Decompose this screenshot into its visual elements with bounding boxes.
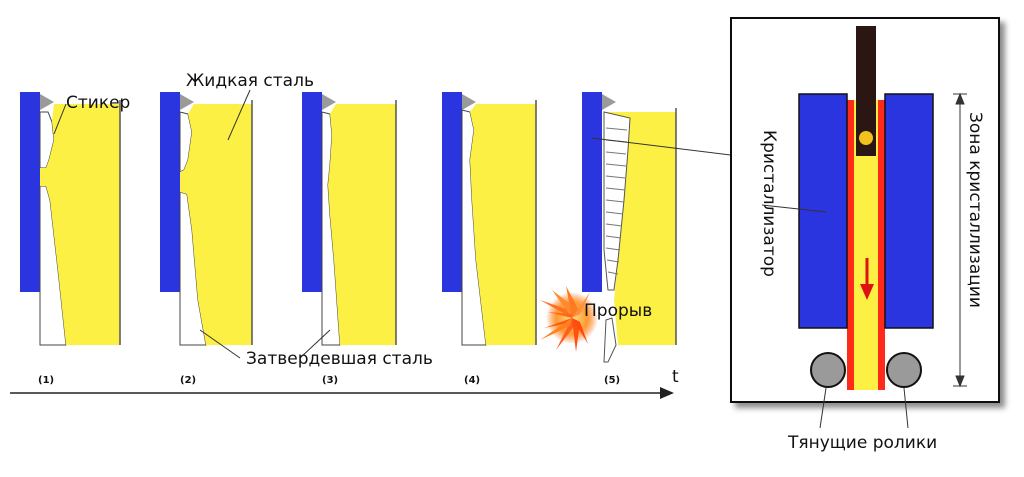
solid-leader-2 xyxy=(199,329,241,359)
mold-plate-left xyxy=(798,93,848,329)
mold-panel xyxy=(730,17,1000,429)
meniscus-triangle xyxy=(322,94,336,110)
liquid-steel xyxy=(180,104,252,345)
time-axis-label: t xyxy=(672,367,679,387)
breakout-spark-icon xyxy=(540,286,598,352)
liquid-steel xyxy=(328,104,396,345)
mold-label: Кристаллизатор xyxy=(759,130,779,277)
stage-4 xyxy=(442,92,537,346)
sticker-leader xyxy=(53,103,67,135)
dummy-bar-head xyxy=(859,131,873,145)
sticker-label: Стикер xyxy=(66,93,130,113)
mold-leader-plate xyxy=(761,204,827,213)
mold-wall xyxy=(20,92,40,292)
solid-steel-label: Затвердевшая сталь xyxy=(246,349,433,369)
time-axis xyxy=(10,387,674,399)
liquid-steel xyxy=(40,104,120,345)
stage-number-2: (2) xyxy=(180,375,196,386)
stage-number-5: (5) xyxy=(604,375,620,386)
dummy-bar-tip xyxy=(856,100,876,156)
pulling-rollers-label: Тянущие ролики xyxy=(787,433,937,453)
casting-direction-arrow-icon xyxy=(860,258,874,300)
crystallization-zone-label: Зона кристаллизации xyxy=(965,112,985,308)
stage-number-1: (1) xyxy=(38,375,54,386)
breakout-label: Прорыв xyxy=(584,301,652,321)
stage-2 xyxy=(160,92,253,346)
roller-leader-right xyxy=(903,387,909,429)
meniscus-triangle xyxy=(462,94,476,110)
meniscus-triangle xyxy=(40,94,54,110)
broken-shell-tip xyxy=(603,317,617,363)
leader-lines xyxy=(53,89,756,359)
liquid-leader xyxy=(227,89,251,141)
liquid-steel-label: Жидкая сталь xyxy=(186,71,314,91)
zone-dimension xyxy=(953,92,967,388)
mold-plate-right xyxy=(884,93,934,329)
solid-leader-3 xyxy=(299,329,331,359)
meniscus-triangle xyxy=(180,94,194,110)
stage-5 xyxy=(540,92,677,363)
mold-wall xyxy=(302,92,322,292)
liquid-steel xyxy=(604,112,676,345)
pulling-roller-right xyxy=(886,352,922,388)
stage-number-3: (3) xyxy=(322,375,338,386)
time-arrow-icon xyxy=(660,387,674,399)
mold-leader-stage5 xyxy=(591,137,756,159)
meniscus-triangle xyxy=(602,94,616,110)
stage-number-4: (4) xyxy=(464,375,480,386)
roller-leader-left xyxy=(819,387,827,429)
liquid-steel xyxy=(470,104,536,345)
pulling-roller-left xyxy=(810,352,846,388)
mold-wall xyxy=(442,92,462,292)
stage-1 xyxy=(20,92,121,346)
mold-wall xyxy=(582,92,602,292)
stage-3 xyxy=(302,92,397,346)
mold-wall xyxy=(160,92,180,292)
